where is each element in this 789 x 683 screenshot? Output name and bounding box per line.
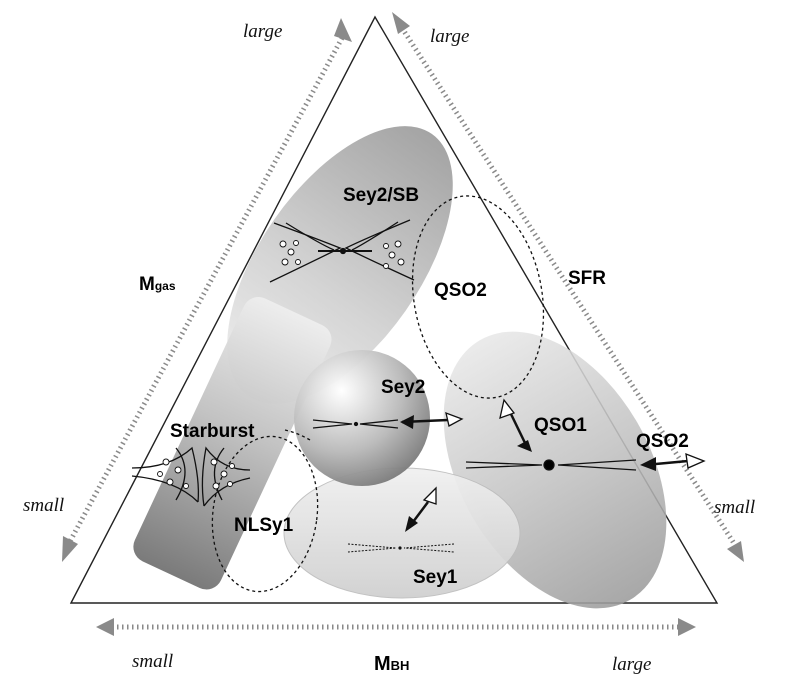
- merging-galaxies-starburst-icon: [131, 446, 251, 507]
- merging-galaxies-sey2sb-icon: [269, 219, 415, 283]
- bottom-axis-arrow: [96, 618, 696, 636]
- right-axis-bottom-label: small: [714, 497, 755, 518]
- region-label-qso1: QSO1: [534, 415, 587, 436]
- sey1-disk-icon: [347, 543, 455, 553]
- left-axis-bottom-label: small: [23, 495, 64, 516]
- bottom-axis-left-label: small: [132, 651, 173, 672]
- region-label-qso2-inner: QSO2: [434, 280, 487, 301]
- sey2-sightline-arrow: [400, 411, 464, 429]
- qso1-torus-icon: [465, 459, 637, 471]
- gas-mass-axis-label: Mgas: [139, 274, 176, 295]
- sey1-region: [283, 467, 521, 599]
- left-axis-top-label: large: [243, 21, 282, 42]
- region-label-starburst: Starburst: [170, 421, 255, 442]
- region-label-sey2: Sey2: [381, 377, 425, 398]
- region-label-nlsy1: NLSy1: [234, 515, 294, 536]
- region-label-sey2-sb: Sey2/SB: [343, 185, 419, 206]
- qso1-sightline-arrow: [499, 398, 532, 452]
- starburst-connector: [284, 429, 311, 441]
- outer-triangle: [69, 15, 719, 604]
- right-axis-top-label: large: [430, 26, 469, 47]
- bh-mass-axis-label: MBH: [374, 653, 409, 675]
- sey1-sightline-arrow: [405, 486, 437, 532]
- qso2-outer-sightline-arrow: [640, 452, 706, 471]
- region-label-sey1: Sey1: [413, 567, 458, 588]
- region-label-qso2-outer: QSO2: [636, 431, 689, 452]
- sey2-region: [294, 350, 430, 486]
- starburst-region: [133, 296, 332, 590]
- sfr-axis-label: SFR: [568, 268, 606, 289]
- qso2-dashed-region: [411, 195, 545, 399]
- nlsy1-dashed-region: [211, 435, 319, 593]
- bottom-axis-right-label: large: [612, 654, 651, 675]
- left-axis-arrow: [62, 18, 352, 562]
- sey2-torus-icon: [312, 419, 399, 429]
